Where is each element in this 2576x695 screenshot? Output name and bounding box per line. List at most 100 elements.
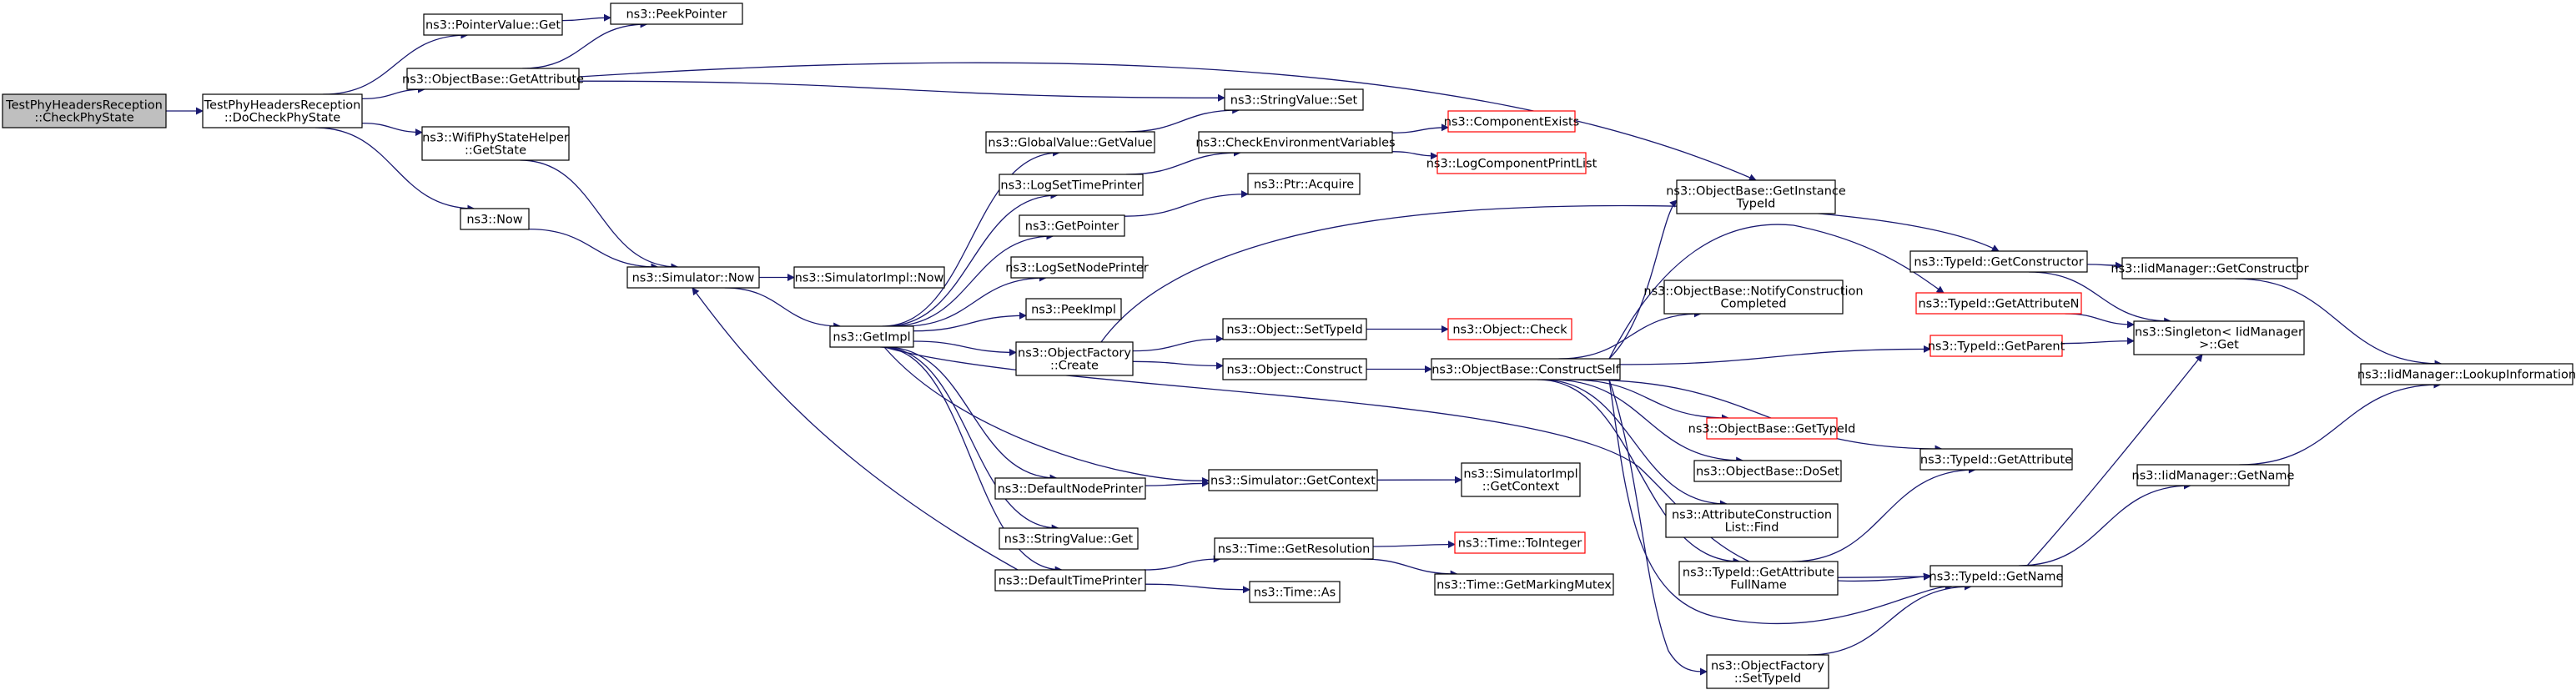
node-box[interactable]	[1706, 417, 1838, 440]
function-node[interactable]: ns3::IidManager::GetConstructor	[2111, 257, 2309, 280]
node-box[interactable]	[2360, 363, 2573, 385]
node-box[interactable]	[1693, 460, 1842, 482]
node-box[interactable]	[1929, 565, 2063, 587]
node-box[interactable]	[1019, 214, 1125, 237]
function-node[interactable]: ns3::DefaultNodePrinter	[994, 477, 1146, 500]
function-node[interactable]: ns3::PointerValue::Get	[423, 13, 563, 36]
function-node[interactable]: ns3::ObjectBase::GetAttribute	[402, 68, 584, 90]
node-box[interactable]	[1224, 88, 1364, 111]
node-box[interactable]	[1663, 280, 1844, 315]
node-box[interactable]	[1454, 531, 1586, 554]
function-node[interactable]: ns3::SimulatorImpl::Now	[793, 266, 945, 289]
node-box[interactable]	[1706, 654, 1829, 689]
function-node[interactable]: ns3::Simulator::GetContext	[1208, 469, 1378, 491]
function-node[interactable]: ns3::Now	[460, 208, 530, 230]
node-box[interactable]	[985, 131, 1155, 154]
node-box[interactable]	[1208, 469, 1378, 491]
function-node[interactable]: ns3::ObjectBase::DoSet	[1693, 460, 1842, 482]
function-node[interactable]: ns3::DefaultTimePrinter	[994, 569, 1146, 592]
node-box[interactable]	[999, 174, 1144, 196]
function-node[interactable]: ns3::TypeId::GetAttribute	[1919, 448, 2073, 471]
function-node[interactable]: ns3::ObjectBase::GetTypeId	[1688, 417, 1856, 440]
node-box[interactable]	[2, 93, 167, 128]
node-box[interactable]	[406, 68, 580, 90]
node-box[interactable]	[994, 569, 1146, 592]
node-box[interactable]	[1665, 503, 1839, 538]
node-box[interactable]	[460, 208, 530, 230]
node-box[interactable]	[1678, 561, 1839, 596]
function-node[interactable]: ns3::IidManager::GetName	[2132, 464, 2295, 486]
function-node[interactable]: ns3::ObjectFactory::Create	[1015, 341, 1134, 376]
node-box[interactable]	[1222, 358, 1367, 380]
node-box[interactable]	[1909, 250, 2088, 273]
function-node[interactable]: ns3::Object::Check	[1447, 318, 1572, 340]
node-box[interactable]	[1247, 173, 1361, 195]
node-box[interactable]	[423, 13, 563, 36]
function-node[interactable]: ns3::Time::GetResolution	[1214, 537, 1374, 560]
function-node[interactable]: ns3::TypeId::GetName	[1929, 565, 2064, 587]
node-box[interactable]	[829, 325, 914, 348]
function-node[interactable]: ns3::Simulator::Now	[626, 266, 760, 289]
node-box[interactable]	[610, 3, 743, 25]
node-box[interactable]	[1249, 581, 1341, 603]
node-box[interactable]	[202, 93, 363, 128]
node-box[interactable]	[999, 527, 1139, 550]
function-node[interactable]: ns3::Time::ToInteger	[1454, 531, 1586, 554]
node-box[interactable]	[1919, 448, 2073, 471]
node-box[interactable]	[793, 266, 945, 289]
node-box[interactable]	[421, 126, 570, 161]
function-node[interactable]: ns3::LogComponentPrintList	[1426, 152, 1597, 174]
function-node[interactable]: ns3::StringValue::Get	[999, 527, 1139, 550]
function-node[interactable]: ns3::IidManager::LookupInformation	[2357, 363, 2576, 385]
function-node[interactable]: ns3::LogSetNodePrinter	[1005, 256, 1149, 279]
function-node[interactable]: TestPhyHeadersReception::CheckPhyState	[2, 93, 167, 128]
function-node[interactable]: ns3::Ptr::Acquire	[1247, 173, 1361, 195]
function-node[interactable]: ns3::TypeId::GetAttributeN	[1915, 292, 2082, 315]
function-node[interactable]: ns3::Singleton< IidManager >::Get	[2133, 320, 2305, 355]
function-node[interactable]: ns3::TypeId::GetConstructor	[1909, 250, 2088, 273]
function-node[interactable]: ns3::ObjectFactory::SetTypeId	[1706, 654, 1829, 689]
node-box[interactable]	[1222, 318, 1367, 340]
function-node[interactable]: ns3::WifiPhyStateHelper::GetState	[421, 126, 570, 161]
node-box[interactable]	[1676, 179, 1836, 214]
function-node[interactable]: ns3::CheckEnvironmentVariables	[1195, 131, 1396, 154]
function-node[interactable]: ns3::SimulatorImpl::GetContext	[1461, 462, 1581, 497]
node-box[interactable]	[1447, 110, 1576, 133]
node-box[interactable]	[1010, 256, 1144, 279]
node-box[interactable]	[1198, 131, 1393, 154]
node-box[interactable]	[994, 477, 1146, 500]
function-node[interactable]: ns3::Time::As	[1249, 581, 1341, 603]
node-box[interactable]	[1015, 341, 1134, 376]
node-box[interactable]	[1431, 358, 1621, 380]
node-box[interactable]	[1447, 318, 1572, 340]
node-box[interactable]	[1434, 573, 1614, 596]
node-box[interactable]	[2136, 464, 2290, 486]
node-box[interactable]	[1214, 537, 1374, 560]
function-node[interactable]: ns3::Time::GetMarkingMutex	[1434, 573, 1614, 596]
function-node[interactable]: TestPhyHeadersReception::DoCheckPhyState	[202, 93, 363, 128]
node-box[interactable]	[2133, 320, 2305, 355]
function-node[interactable]: ns3::Object::Construct	[1222, 358, 1367, 380]
function-node[interactable]: ns3::ObjectBase::NotifyConstructionCompl…	[1643, 280, 1864, 315]
node-box[interactable]	[1929, 335, 2063, 357]
function-node[interactable]: ns3::PeekPointer	[610, 3, 743, 25]
node-box[interactable]	[2121, 257, 2298, 280]
node-box[interactable]	[626, 266, 760, 289]
function-node[interactable]: ns3::ObjectBase::ConstructSelf	[1431, 358, 1621, 380]
function-node[interactable]: ns3::TypeId::GetParent	[1928, 335, 2065, 357]
node-box[interactable]	[1025, 298, 1122, 320]
function-node[interactable]: ns3::PeekImpl	[1025, 298, 1122, 320]
function-node[interactable]: ns3::Object::SetTypeId	[1222, 318, 1367, 340]
function-node[interactable]: ns3::ComponentExists	[1444, 110, 1580, 133]
function-node[interactable]: ns3::GetPointer	[1019, 214, 1125, 237]
function-node[interactable]: ns3::StringValue::Set	[1224, 88, 1364, 111]
function-node[interactable]: ns3::LogSetTimePrinter	[999, 174, 1144, 196]
node-box[interactable]	[1436, 152, 1587, 174]
node-box[interactable]	[1461, 462, 1581, 497]
node-box[interactable]	[1915, 292, 2082, 315]
function-node[interactable]: ns3::GetImpl	[829, 325, 914, 348]
function-node[interactable]: ns3::GlobalValue::GetValue	[985, 131, 1155, 154]
